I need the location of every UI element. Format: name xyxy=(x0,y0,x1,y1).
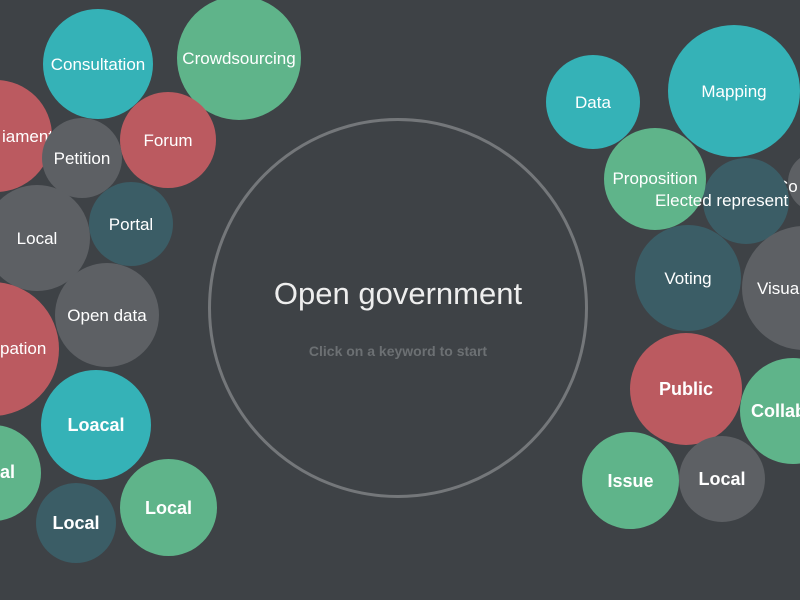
keyword-bubble-visualisation[interactable]: Visua xyxy=(742,226,800,350)
keyword-bubble-local-3[interactable]: Local xyxy=(120,459,217,556)
keyword-bubble-data[interactable]: Data xyxy=(546,55,640,149)
keyword-bubble-public[interactable]: Public xyxy=(630,333,742,445)
keyword-bubble-co[interactable]: Co xyxy=(776,152,800,212)
keyword-label: Local xyxy=(144,497,192,518)
keyword-label: Portal xyxy=(108,214,154,234)
center-instruction: Click on a keyword to start xyxy=(308,343,488,359)
keyword-bubble-elected-representative[interactable] xyxy=(703,158,789,244)
keyword-label: Local xyxy=(698,469,746,489)
keyword-label: Issue xyxy=(607,470,654,491)
keyword-label: Public xyxy=(658,379,713,399)
center-circle xyxy=(208,118,588,498)
keyword-label: Petition xyxy=(53,148,111,168)
keyword-label: al xyxy=(0,462,16,482)
keyword-label: Local xyxy=(52,513,100,533)
keyword-bubble-voting[interactable]: Voting xyxy=(635,225,741,331)
keyword-label: Collab xyxy=(751,401,800,421)
center-title: Open government xyxy=(273,276,523,311)
keyword-label: Visua xyxy=(757,279,800,298)
keyword-bubble-left-partial[interactable]: al xyxy=(0,425,41,521)
keyword-label-elected-representative: Elected represent xyxy=(655,191,789,210)
keyword-bubble-parliament[interactable]: iament xyxy=(0,80,54,192)
keyword-label: Voting xyxy=(664,268,712,288)
keyword-label: Local xyxy=(16,228,58,248)
keyword-bubble-consultation[interactable]: Consultation xyxy=(43,9,153,119)
keyword-label: Open data xyxy=(67,305,147,325)
keyword-label: Forum xyxy=(143,130,193,150)
keyword-label: Consultation xyxy=(50,54,146,74)
keyword-label: Crowdsourcing xyxy=(182,48,296,68)
keyword-bubble-issue[interactable]: Issue xyxy=(582,432,679,529)
keyword-bubble-portal[interactable]: Portal xyxy=(89,182,173,266)
keyword-bubble-forum[interactable]: Forum xyxy=(120,92,216,188)
keyword-label: Loacal xyxy=(67,415,125,435)
keyword-label: pation xyxy=(0,339,47,358)
keyword-label: iament xyxy=(2,127,54,146)
keyword-bubble-local-2[interactable]: Local xyxy=(36,483,116,563)
keyword-bubble-crowdsourcing[interactable]: Crowdsourcing xyxy=(177,0,301,120)
keyword-label: Mapping xyxy=(701,81,767,101)
keyword-bubble-loacal[interactable]: Loacal xyxy=(41,370,151,480)
keyword-bubble-petition[interactable]: Petition xyxy=(42,118,122,198)
keyword-bubble-proposition[interactable]: Proposition xyxy=(604,128,706,230)
keyword-label: Data xyxy=(575,92,611,112)
keyword-label: Proposition xyxy=(612,169,698,188)
keyword-bubble-open-data[interactable]: Open data xyxy=(55,263,159,367)
keyword-bubble-local-4[interactable]: Local xyxy=(679,436,765,522)
keyword-bubble-mapping[interactable]: Mapping xyxy=(668,25,800,157)
